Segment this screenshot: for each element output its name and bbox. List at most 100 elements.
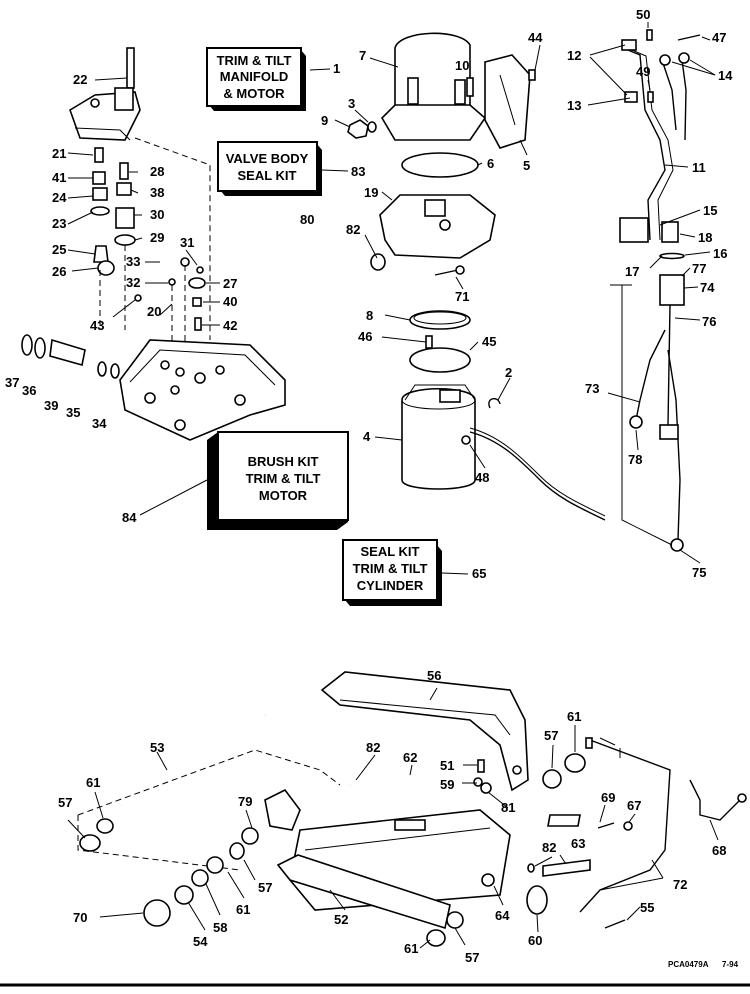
label-84: 84 — [122, 510, 137, 525]
valve-stack-right — [114, 162, 206, 331]
right-bushings — [426, 753, 586, 947]
label-42: 42 — [223, 318, 237, 333]
drawing-date: 7-94 — [722, 960, 739, 969]
label-25: 25 — [52, 242, 66, 257]
label-68: 68 — [712, 843, 726, 858]
fitting-63 — [542, 859, 591, 877]
label-73: 73 — [585, 381, 599, 396]
label-35: 35 — [66, 405, 80, 420]
label-38: 38 — [150, 185, 164, 200]
label-61c: 61 — [567, 709, 581, 724]
label-76: 76 — [702, 314, 716, 329]
label-13: 13 — [567, 98, 581, 113]
label-55: 55 — [640, 900, 654, 915]
label-49: 49 — [636, 64, 650, 79]
label-22: 22 — [73, 72, 87, 87]
label-72: 72 — [673, 877, 687, 892]
label-50: 50 — [636, 7, 650, 22]
label-14: 14 — [718, 68, 733, 83]
harness-lower — [610, 274, 685, 552]
kit-box-seal: SEAL KIT TRIM & TILT CYLINDER — [342, 539, 442, 606]
dashed-box-lower — [77, 749, 341, 871]
screws-69-67-55 — [597, 821, 633, 929]
label-44: 44 — [528, 30, 543, 45]
footer: PCA0479A 7-94 — [0, 960, 750, 987]
label-58: 58 — [213, 920, 227, 935]
label-11: 11 — [692, 160, 706, 175]
label-75: 75 — [692, 565, 706, 580]
kit-seal-line3: CYLINDER — [357, 578, 424, 593]
label-9: 9 — [321, 113, 328, 128]
lower-bushings — [79, 818, 259, 927]
label-47: 47 — [712, 30, 726, 45]
tube-62 — [348, 765, 581, 827]
kit-valve-line1: VALVE BODY — [226, 151, 309, 166]
label-61d: 61 — [404, 941, 418, 956]
wire-72 — [579, 737, 671, 913]
label-41: 41 — [52, 170, 66, 185]
label-74: 74 — [700, 280, 715, 295]
bolt-10 — [466, 77, 474, 97]
label-62: 62 — [403, 750, 417, 765]
label-64: 64 — [495, 908, 510, 923]
hose-80 — [284, 235, 386, 271]
label-1: 1 — [333, 61, 340, 76]
label-8: 8 — [366, 308, 373, 323]
rod-eye-79 — [264, 788, 301, 831]
label-27: 27 — [223, 276, 237, 291]
label-80: 80 — [300, 212, 314, 227]
manifold-side-fittings — [21, 334, 120, 379]
motor-4 — [401, 384, 606, 521]
label-36: 36 — [22, 383, 36, 398]
oring-45 — [409, 347, 471, 373]
label-51: 51 — [440, 758, 454, 773]
label-23: 23 — [52, 216, 66, 231]
kit-box-manifold-motor: TRIM & TILT MANIFOLD & MOTOR — [206, 47, 306, 111]
kit-seal-line2: TRIM & TILT — [353, 561, 428, 576]
label-81: 81 — [501, 800, 515, 815]
label-57a: 57 — [58, 795, 72, 810]
label-26: 26 — [52, 264, 66, 279]
label-6: 6 — [487, 156, 494, 171]
label-65: 65 — [472, 566, 486, 581]
manifold-body — [119, 339, 286, 441]
label-15: 15 — [703, 203, 717, 218]
label-19: 19 — [364, 185, 378, 200]
label-82a: 82 — [346, 222, 360, 237]
label-52: 52 — [334, 912, 348, 927]
label-32: 32 — [126, 275, 140, 290]
valve-stack-left — [90, 147, 115, 276]
pin-46 — [425, 335, 433, 349]
screw-51-59-81 — [473, 759, 492, 794]
label-37: 37 — [5, 375, 19, 390]
label-4: 4 — [363, 429, 371, 444]
kit-box-valve-body: VALVE BODY SEAL KIT — [217, 141, 322, 196]
kit-box-brush: BRUSH KIT TRIM & TILT MOTOR — [207, 431, 349, 530]
clamp-8 — [409, 310, 471, 330]
label-46: 46 — [358, 329, 372, 344]
drawing-code: PCA0479A — [668, 960, 709, 969]
label-43: 43 — [90, 318, 104, 333]
label-57b: 57 — [258, 880, 272, 895]
label-20: 20 — [147, 304, 161, 319]
label-59: 59 — [440, 777, 454, 792]
kit-manifold-line1: TRIM & TILT — [217, 53, 292, 68]
kit-valve-line2: SEAL KIT — [238, 168, 297, 183]
nut-9-washer-3 — [347, 119, 377, 139]
pump-body-19 — [379, 194, 496, 259]
label-79: 79 — [238, 794, 252, 809]
label-21: 21 — [52, 146, 66, 161]
label-34: 34 — [92, 416, 107, 431]
label-12: 12 — [567, 48, 581, 63]
motor-housing-7 — [380, 32, 487, 141]
leader-lines — [67, 22, 719, 949]
label-78: 78 — [628, 452, 642, 467]
kit-brush-line3: MOTOR — [259, 488, 308, 503]
label-63: 63 — [571, 836, 585, 851]
label-7: 7 — [359, 48, 366, 63]
manifold-cap-22 — [69, 47, 141, 141]
label-10: 10 — [455, 58, 469, 73]
label-56: 56 — [427, 668, 441, 683]
